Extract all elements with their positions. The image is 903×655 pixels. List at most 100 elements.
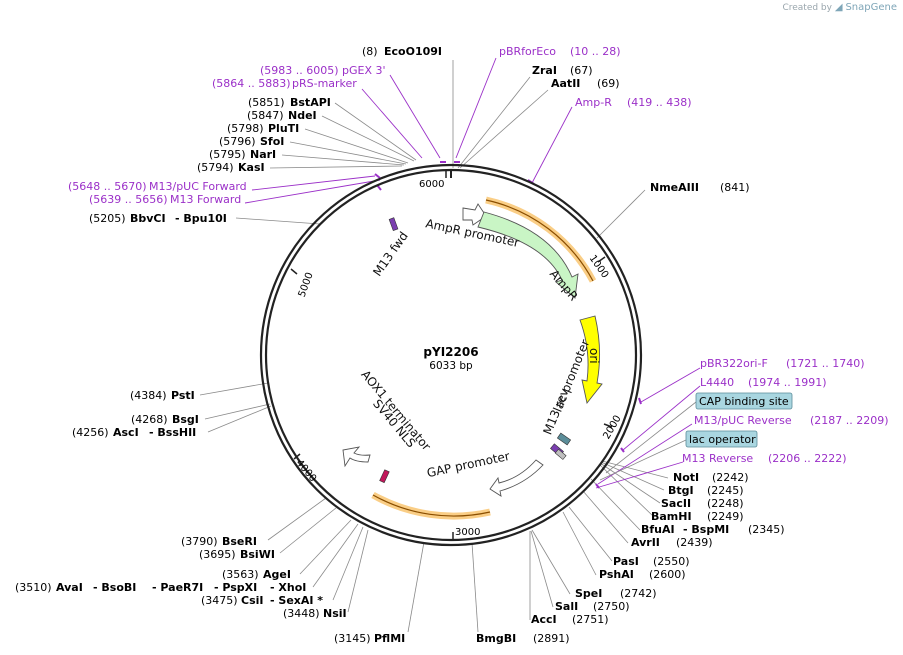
site-name: AgeI	[263, 568, 291, 581]
created-by-text: Created by	[782, 3, 832, 13]
site-psti: (4384) PstI	[130, 389, 195, 402]
site-name: BtgI	[668, 484, 694, 497]
lac-operator-box	[685, 430, 758, 448]
primer-range: (2206 .. 2222)	[768, 452, 847, 465]
cap-binding-site-box	[695, 392, 793, 410]
site-name: BsgI	[172, 413, 199, 426]
site-name: AscI	[113, 426, 139, 439]
site-name: CsiI	[241, 594, 263, 607]
site-name: BamHI	[651, 510, 692, 523]
site-pflmi: (3145) PflMI	[334, 632, 405, 645]
tick-5000: 5000	[297, 271, 316, 299]
sv40-nls-mark	[379, 469, 390, 484]
primer-range: (2187 .. 2209)	[810, 414, 889, 427]
site-pos: (3475)	[201, 594, 238, 607]
snapgene-app-name: SnapGene	[845, 2, 897, 13]
site-pasi: PasI (2550)	[613, 555, 690, 568]
site-pos: (2751)	[572, 613, 609, 626]
site-name: NarI	[250, 148, 276, 161]
site-pos: (3790)	[181, 535, 218, 548]
site-pos: (2439)	[676, 536, 713, 549]
site-ecoo109i: (8) EcoO109I	[362, 45, 442, 58]
site-pluti: (5798) PluTI	[227, 122, 299, 135]
site-noti: NotI (2242)	[673, 471, 749, 484]
site-bfuai: BfuAI - BspMI (2345)	[641, 523, 785, 536]
site-acci: AccI (2751)	[531, 613, 609, 626]
site-name: PluTI	[268, 122, 299, 135]
sv40-highlight-line	[372, 494, 491, 517]
site-aatii: AatII (69)	[551, 77, 620, 90]
site-pos: (2249)	[707, 510, 744, 523]
site-bsgi: (4268) BsgI	[131, 413, 199, 426]
cap-binding-site-mark	[556, 432, 572, 446]
site-pos: (8)	[362, 45, 378, 58]
site-bmgbi: BmgBI (2891)	[476, 632, 570, 645]
primer-range: (10 .. 28)	[570, 45, 621, 58]
site-pshai: PshAI (2600)	[599, 568, 686, 581]
lac-operator-label: lac operator	[689, 433, 756, 446]
site-name: AccI	[531, 613, 557, 626]
site-name-2: - Bpu10I	[175, 212, 227, 225]
primer-range: (1721 .. 1740)	[786, 357, 865, 370]
primer-m13-puc-forward: (5648 .. 5670) M13/pUC Forward	[68, 180, 247, 193]
site-name-3: - PaeR7I	[152, 581, 203, 594]
ori-arrow	[579, 315, 603, 405]
primer-name: L4440	[700, 376, 734, 389]
backbone-outer-ring	[259, 163, 643, 547]
site-name: KasI	[238, 161, 265, 174]
m13-rev-label: M13 rev	[540, 386, 571, 436]
primer-range: (419 .. 438)	[627, 96, 692, 109]
site-name-5: - XhoI	[270, 581, 306, 594]
site-name: BfuAI	[641, 523, 675, 536]
site-pos: (69)	[597, 77, 620, 90]
primer-name: M13/pUC Forward	[149, 180, 247, 193]
site-pos: (67)	[570, 64, 593, 77]
primer-connector-lines	[244, 57, 701, 489]
site-pos: (2742)	[620, 587, 657, 600]
m13-fwd-mark	[388, 217, 399, 232]
site-name: BstAPI	[290, 96, 331, 109]
primer-name: M13 Forward	[170, 193, 241, 206]
site-name: PshAI	[599, 568, 634, 581]
primer-name: pRS-marker	[292, 77, 357, 90]
site-agei: (3563) AgeI	[222, 568, 291, 581]
site-pos: (5794)	[197, 161, 234, 174]
site-sali: SalI (2750)	[555, 600, 630, 613]
tick-3000: 3000	[455, 527, 480, 538]
aox1-terminator-label: AOX1 terminator	[358, 368, 433, 454]
site-zrai: ZraI (67)	[532, 64, 593, 77]
site-name: SalI	[555, 600, 578, 613]
internal-ticks	[290, 256, 613, 540]
site-pos: (5847)	[247, 109, 284, 122]
site-name: BbvCI	[130, 212, 166, 225]
primer-pgex3: (5983 .. 6005) pGEX 3'	[260, 64, 386, 77]
site-name: PflMI	[374, 632, 405, 645]
site-name: NsiI	[323, 607, 347, 620]
site-name: AvrII	[631, 536, 660, 549]
site-ndei: (5847) NdeI	[247, 109, 317, 122]
primer-m13-puc-reverse: M13/pUC Reverse (2187 .. 2209)	[694, 414, 889, 427]
aox1-terminator-arrow	[342, 446, 371, 468]
primer-range: (5983 .. 6005)	[260, 64, 339, 77]
primer-range: (5648 .. 5670)	[68, 180, 147, 193]
site-pos: (4384)	[130, 389, 167, 402]
site-sacii: SacII (2248)	[661, 497, 744, 510]
site-nmeaiii: NmeAIII (841)	[650, 181, 750, 194]
site-name: SacII	[661, 497, 691, 510]
plasmid-name: pYI2206	[423, 345, 478, 359]
primer-pbr322ori-f: pBR322ori-F (1721 .. 1740)	[700, 357, 865, 370]
site-avai: (3510) AvaI - BsoBI - PaeR7I - PspXI - X…	[15, 581, 306, 594]
cap-binding-site-label: CAP binding site	[699, 395, 789, 408]
ampr-highlight-line	[485, 199, 594, 282]
site-btgi: BtgI (2245)	[668, 484, 744, 497]
site-name-2: - SexAI *	[270, 594, 323, 607]
primer-name: M13 Reverse	[682, 452, 753, 465]
primer-pbrforeco: pBRforEco (10 .. 28)	[499, 45, 621, 58]
site-pos: (3510)	[15, 581, 52, 594]
site-asci: (4256) AscI - BssHII	[72, 426, 196, 439]
tick-6000: 6000	[419, 179, 444, 190]
site-name-4: - PspXI	[214, 581, 257, 594]
ampr-arrow	[477, 211, 579, 299]
